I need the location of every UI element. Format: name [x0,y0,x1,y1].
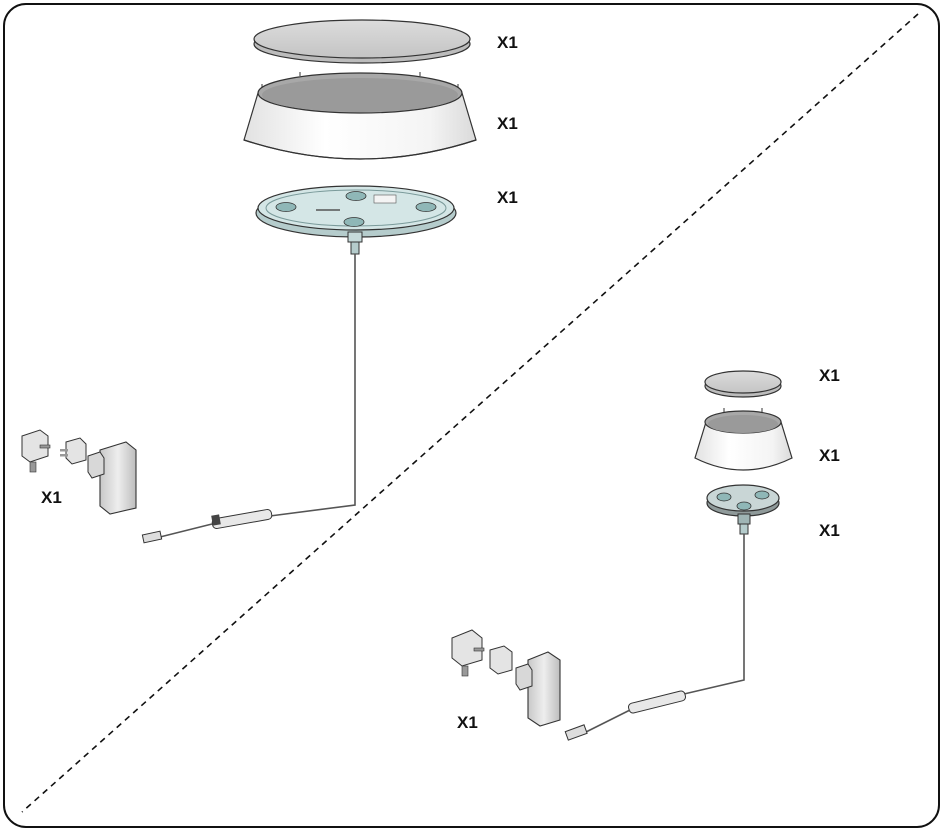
large-shade-ring-qty: X1 [497,114,518,133]
large-shade-ring [243,72,477,160]
kit-divider-line [21,13,919,813]
small-shade-ring-qty: X1 [819,446,840,465]
small-top-cover [704,370,782,398]
small-shade-ring [694,408,793,471]
small-inline-connector [628,690,686,714]
small-power-cable [683,534,745,695]
large-power-adapter-qty: X1 [41,488,62,507]
small-top-cover-qty: X1 [819,366,840,385]
diagram-frame [3,3,940,828]
large-power-cable [269,254,356,517]
small-dc-plug [564,724,588,741]
large-dc-plug [141,530,163,544]
small-base-plate [706,484,780,535]
small-kit [451,370,793,741]
large-kit [21,19,477,544]
small-base-plate-qty: X1 [819,521,840,540]
small-power-adapter-qty: X1 [457,713,478,732]
large-top-cover-qty: X1 [497,33,518,52]
large-power-adapter [21,429,137,515]
small-power-adapter [451,629,561,727]
large-inline-connector [211,509,273,529]
large-top-cover [253,19,471,64]
large-base-plate [255,185,457,255]
large-base-plate-qty: X1 [497,188,518,207]
